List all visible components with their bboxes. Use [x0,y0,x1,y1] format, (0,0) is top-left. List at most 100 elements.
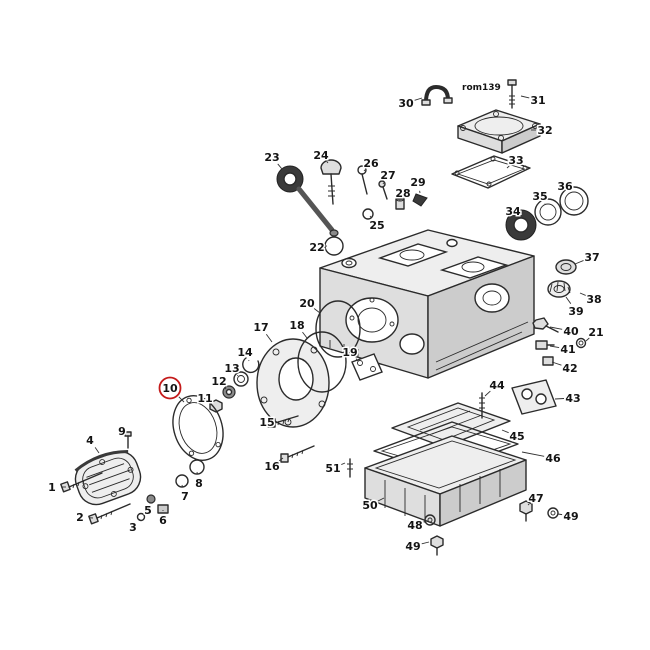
svg-text:49: 49 [563,510,578,523]
svg-text:32: 32 [537,124,552,137]
part-oring-8 [189,459,205,475]
callout-49: 49 [404,539,430,555]
part-filter-adapter-plate [391,402,511,448]
part-bolt-16 [280,445,315,463]
callout-38: 38 [579,292,603,308]
part-washer-21 [575,337,587,349]
callout-28: 28 [394,186,412,202]
callout-2: 2 [75,510,94,526]
part-bearing-housing [256,338,330,428]
part-oil-pan [364,435,527,527]
callout-34: 34 [504,204,523,220]
callout-32: 32 [531,123,554,139]
svg-text:30: 30 [398,97,414,110]
svg-text:26: 26 [363,157,379,170]
svg-text:22: 22 [309,241,324,254]
svg-text:15: 15 [259,416,274,429]
callout-16: 16 [263,457,284,475]
svg-text:36: 36 [557,180,573,193]
part-fitting-41 [535,340,555,350]
callout-3: 3 [128,518,141,536]
callout-12: 12 [210,374,228,390]
part-screw-9 [124,431,132,449]
svg-text:9: 9 [118,425,126,438]
svg-text:37: 37 [584,251,599,264]
callout-18: 18 [288,318,308,339]
part-ring-36 [559,186,589,216]
svg-text:19: 19 [342,346,357,359]
callout-43: 43 [554,391,582,407]
callout-17: 17 [252,320,273,343]
part-stud-44 [479,392,485,419]
part-bushing-5 [146,494,156,504]
callout-35: 35 [531,189,549,205]
part-oring-22 [324,236,344,256]
callout-33: 33 [506,153,525,169]
callout-48: 48 [406,518,427,534]
svg-text:42: 42 [562,362,577,375]
part-bolt-1 [60,472,103,493]
callout-14: 14 [236,345,254,362]
callout-46: 46 [521,451,562,467]
svg-text:21: 21 [588,326,603,339]
svg-text:23: 23 [264,151,279,164]
svg-text:29: 29 [410,176,425,189]
callout-15: 15 [258,415,276,431]
part-filter-plate [511,379,557,415]
part-washer-12 [222,385,236,399]
ref-code: rom139 [462,83,501,93]
part-bolt-27 [378,180,388,200]
part-spacer-37 [555,259,577,275]
svg-text:12: 12 [211,375,226,388]
svg-text:39: 39 [568,305,583,318]
callout-23: 23 [263,150,283,170]
callout-39: 39 [565,296,585,320]
svg-text:14: 14 [237,346,253,359]
svg-text:43: 43 [565,392,580,405]
part-top-cover [457,109,541,154]
part-clamp [421,84,453,106]
part-bearing-38 [547,280,571,298]
callout-26: 26 [362,156,381,172]
svg-text:46: 46 [545,452,561,465]
svg-text:41: 41 [560,343,575,356]
part-end-cover [74,450,142,506]
svg-text:38: 38 [586,293,601,306]
callout-49: 49 [557,509,580,525]
callout-29: 29 [409,175,427,194]
svg-text:49: 49 [405,540,420,553]
part-seal-34 [505,209,537,241]
svg-text:3: 3 [129,521,137,534]
part-pin-3 [136,512,146,522]
svg-text:17: 17 [253,321,268,334]
part-main-case [319,229,535,379]
callout-27: 27 [379,168,397,185]
svg-text:51: 51 [325,462,340,475]
svg-text:31: 31 [530,94,545,107]
part-retaining-ring-14 [242,357,260,374]
callout-50: 50 [361,498,385,514]
part-speedo-drive [276,165,339,237]
svg-text:5: 5 [144,504,152,517]
part-top-cover-gasket [451,155,531,189]
part-gasket-18 [297,331,347,393]
part-filler-cap [320,159,342,205]
part-washer-48 [424,514,436,526]
callout-47: 47 [527,491,545,507]
callout-44: 44 [484,378,506,397]
part-clip-29 [412,193,428,207]
callout-11: 11 [196,391,214,407]
svg-text:18: 18 [289,319,304,332]
callout-5: 5 [143,500,153,519]
svg-text:10: 10 [162,382,178,395]
callout-31: 31 [520,93,547,109]
part-washer-13 [233,371,249,387]
callout-40: 40 [549,324,580,340]
callout-8: 8 [194,471,204,492]
svg-text:24: 24 [313,149,329,162]
callout-9: 9 [117,424,129,440]
svg-text:47: 47 [528,492,543,505]
part-drain-plug-49 [430,535,444,556]
svg-text:50: 50 [362,499,378,512]
